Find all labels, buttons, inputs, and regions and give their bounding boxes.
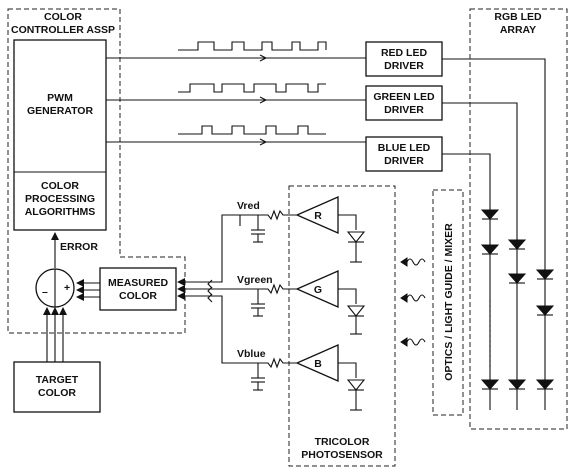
measured-label-line2: COLOR	[119, 290, 157, 302]
assp-boundary	[7, 8, 186, 334]
vred-node	[239, 209, 297, 243]
photodiode-r	[338, 214, 366, 263]
optics-label: OPTICS / LIGHT GUIDE / MIXER	[443, 223, 455, 381]
blue-driver-output	[442, 153, 491, 210]
vblue-label: Vblue	[237, 348, 266, 360]
red-driver-line2: DRIVER	[384, 60, 424, 72]
green-driver-line2: DRIVER	[384, 104, 424, 116]
comparator-plus: +	[64, 282, 70, 294]
photosensor-line1: TRICOLOR	[315, 436, 370, 448]
processing-label-line1: COLOR	[41, 180, 79, 192]
assp-title-line1: COLOR	[44, 11, 82, 23]
red-led-driver-block	[365, 41, 443, 77]
blue-driver-line2: DRIVER	[384, 155, 424, 167]
pwm-generator-block	[13, 39, 107, 231]
pwm-label-line2: GENERATOR	[27, 105, 94, 117]
photosensor-line2: PHOTOSENSOR	[301, 449, 383, 461]
vgreen-label: Vgreen	[237, 274, 273, 286]
rgb-array-line1: RGB LED	[494, 11, 542, 23]
processing-label-line3: ALGORITHMS	[25, 206, 96, 218]
rgb-led-array-boundary	[469, 8, 568, 430]
vred-label: Vred	[237, 200, 260, 212]
blue-driver-line1: BLUE LED	[378, 142, 431, 154]
light-ray-3	[400, 337, 426, 347]
pwm-signal-green	[106, 83, 380, 104]
feedback-bus	[177, 214, 240, 364]
led-string-2	[507, 239, 527, 410]
green-driver-line1: GREEN LED	[373, 91, 435, 103]
pwm-signal-red	[106, 41, 380, 62]
vgreen-node	[240, 283, 297, 317]
measured-color-block	[99, 267, 177, 311]
red-driver-output	[442, 58, 546, 270]
rgb-array-line2: ARRAY	[500, 24, 536, 36]
light-ray-1	[400, 257, 426, 267]
pwm-signal-blue	[106, 125, 380, 146]
amp-b-label: B	[314, 358, 322, 370]
pwm-label-line1: PWM	[47, 92, 73, 104]
amp-g-label: G	[314, 284, 322, 296]
light-ray-2	[400, 293, 426, 303]
target-label-line1: TARGET	[36, 374, 79, 386]
photodiode-b	[338, 362, 366, 411]
amp-r-label: R	[314, 210, 322, 222]
target-label-line2: COLOR	[38, 387, 76, 399]
comparator-minus: –	[42, 286, 48, 298]
vblue-node	[240, 357, 297, 391]
processing-label-line2: PROCESSING	[25, 193, 95, 205]
measured-label-line1: MEASURED	[108, 277, 169, 289]
error-label: ERROR	[60, 241, 98, 253]
target-color-block	[13, 361, 101, 413]
green-led-driver-block	[365, 85, 443, 121]
red-driver-line1: RED LED	[381, 47, 428, 59]
photodiode-g	[338, 288, 366, 335]
photosensor-boundary	[288, 185, 396, 467]
assp-title-line2: CONTROLLER ASSP	[11, 24, 115, 36]
led-string-3	[535, 269, 555, 410]
green-driver-output	[442, 102, 518, 240]
